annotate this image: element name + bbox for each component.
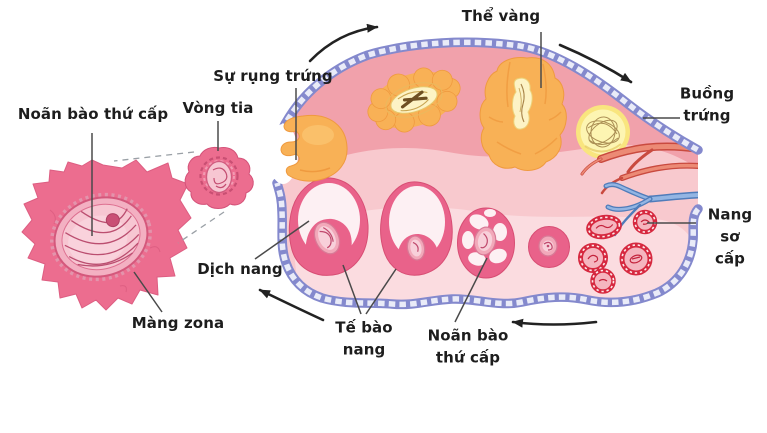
- growing-follicle: [528, 226, 570, 268]
- secondary-oocyte-cell: [21, 159, 192, 311]
- label-secondary-oocyte-2: Noãn bào thứ cấp: [427, 326, 509, 366]
- mature-follicle: [576, 105, 630, 159]
- ovulation-site: [268, 114, 348, 184]
- pointer-follicle-cells-2: [365, 268, 397, 315]
- ovary-structures: [288, 57, 698, 294]
- pointer-lines: [91, 32, 696, 323]
- cycle-arrows: [258, 23, 633, 328]
- arrow-top-left: [308, 23, 379, 63]
- pointer-zona-membrane: [133, 271, 163, 313]
- primary-follicle: [586, 214, 622, 240]
- pointer-secondary-oocyte-2: [454, 257, 488, 323]
- secondary-follicle-3: [457, 207, 515, 279]
- label-corpus-luteum: Thể vàng: [461, 7, 541, 26]
- label-secondary-oocyte: Noãn bào thứ cấp: [17, 105, 169, 124]
- corpus-luteum: [479, 57, 567, 171]
- corpus-albicans: [367, 67, 461, 133]
- primary-follicle: [619, 242, 653, 276]
- polar-body: [105, 213, 120, 228]
- arrow-bottom-middle: [511, 318, 598, 328]
- label-follicle-cells: Tế bào nang: [335, 318, 393, 358]
- primary-follicle-cluster: [578, 209, 658, 294]
- oocyte-with-zona: [50, 192, 152, 282]
- label-ovary: Buồng trứng: [679, 84, 735, 124]
- label-corona-radiata: Vòng tia: [182, 99, 254, 118]
- pointer-follicle-cells-1: [342, 264, 362, 315]
- label-primary-follicle: Nang sơ cấp: [707, 205, 753, 267]
- ovary-membrane: [272, 37, 703, 310]
- zoom-cone-line-top: [113, 151, 195, 162]
- primary-follicle: [578, 243, 608, 273]
- arrow-top-right: [558, 43, 633, 84]
- label-zona-membrane: Màng zona: [131, 314, 225, 333]
- secondary-follicle-1: [288, 177, 369, 276]
- arrow-bottom-left: [258, 288, 325, 322]
- corona-radiata-cell: [184, 146, 254, 209]
- primary-follicle: [590, 268, 616, 294]
- primary-follicle: [632, 209, 658, 235]
- label-follicular-fluid: Dịch nang: [197, 260, 283, 279]
- pointer-follicular-fluid: [254, 220, 310, 260]
- secondary-follicle-2: [380, 181, 453, 276]
- zoom-cone-line-bottom: [177, 211, 225, 244]
- label-ovulation: Sự rụng trứng: [213, 67, 333, 86]
